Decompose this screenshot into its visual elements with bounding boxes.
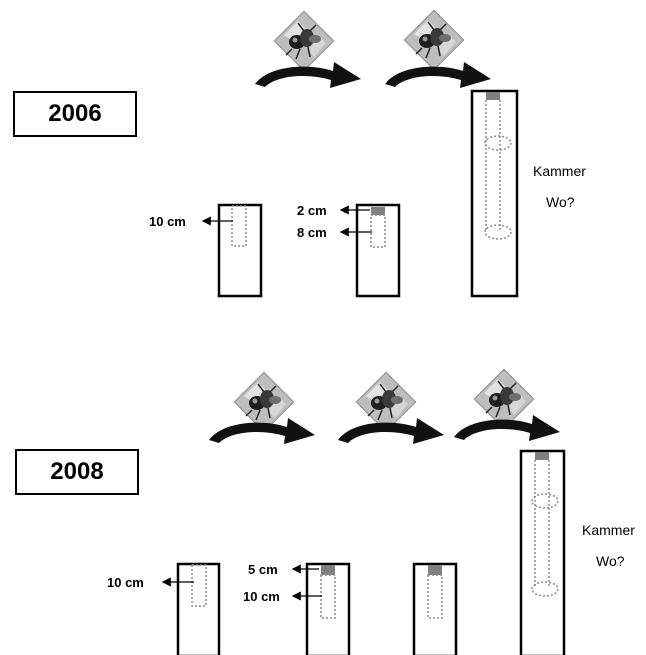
question-label: Wo? xyxy=(596,553,625,569)
burrow xyxy=(191,564,207,607)
cap xyxy=(321,565,335,575)
question-label: Wo? xyxy=(546,194,575,210)
chamber-ellipse xyxy=(531,493,559,509)
cap xyxy=(428,565,442,575)
chamber-label: Kammer xyxy=(533,163,586,179)
burrow xyxy=(370,214,386,248)
tube xyxy=(217,203,263,298)
cap xyxy=(486,92,500,100)
chamber-ellipse xyxy=(484,135,512,151)
cap-depth-label: 5 cm xyxy=(248,562,278,577)
tube xyxy=(305,562,351,655)
tube xyxy=(412,562,458,655)
cap xyxy=(371,207,385,215)
tall-tube xyxy=(470,89,519,298)
tall-tube xyxy=(519,449,566,655)
chamber-ellipse xyxy=(484,224,512,240)
depth-label: 10 cm xyxy=(107,575,144,590)
year-label-2006: 2006 xyxy=(13,91,137,137)
burrow xyxy=(427,574,443,619)
burrow xyxy=(231,205,247,247)
depth-label: 10 cm xyxy=(149,214,186,229)
tube xyxy=(355,203,401,298)
chamber-label: Kammer xyxy=(582,522,635,538)
chamber-ellipse xyxy=(531,581,559,597)
depth-label: 10 cm xyxy=(243,589,280,604)
tube xyxy=(176,562,221,655)
year-label-2008: 2008 xyxy=(15,449,139,495)
cap-depth-label: 2 cm xyxy=(297,203,327,218)
insect-photo-icon xyxy=(273,10,335,72)
depth-label: 8 cm xyxy=(297,225,327,240)
cap xyxy=(535,452,549,460)
insect-photo-icon xyxy=(403,9,465,71)
